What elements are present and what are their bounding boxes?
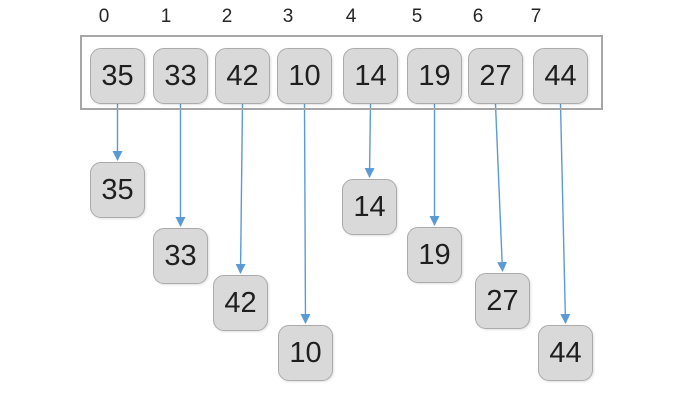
dropped-cell-6: 27	[475, 273, 530, 329]
array-cell-2: 42	[215, 48, 270, 104]
array-cell-6-value: 27	[479, 59, 512, 92]
array-cell-1: 33	[153, 48, 208, 104]
array-cell-0: 35	[90, 48, 145, 104]
dropped-cell-4: 14	[342, 179, 397, 235]
dropped-cell-7-value: 44	[549, 336, 582, 369]
dropped-cell-3-value: 10	[289, 336, 322, 369]
dropped-cell-4-value: 14	[353, 190, 386, 223]
array-cell-7: 44	[533, 48, 588, 104]
dropped-cell-5-value: 19	[418, 238, 451, 271]
array-cell-1-value: 33	[164, 59, 197, 92]
drop-arrow-3	[300, 103, 311, 324]
index-label-7: 7	[530, 6, 542, 27]
dropped-cell-6-value: 27	[486, 284, 519, 317]
index-label-1: 1	[160, 6, 172, 27]
index-label-5: 5	[411, 6, 423, 27]
drop-arrow-6	[494, 103, 508, 272]
drop-arrow-2	[235, 103, 246, 274]
dropped-cell-1: 33	[153, 228, 208, 284]
dropped-cell-1-value: 33	[164, 239, 197, 272]
dropped-cell-7: 44	[538, 325, 593, 381]
index-label-3: 3	[282, 6, 294, 27]
dropped-cell-5: 19	[407, 227, 462, 283]
array-cell-4: 14	[343, 48, 398, 104]
array-cell-5-value: 19	[418, 59, 451, 92]
array-cell-4-value: 14	[354, 59, 387, 92]
index-label-0: 0	[98, 6, 110, 27]
dropped-cell-0-value: 35	[101, 173, 134, 206]
dropped-cell-3: 10	[278, 325, 333, 381]
dropped-cell-2: 42	[213, 275, 268, 331]
drop-arrow-4	[364, 103, 375, 178]
array-cell-5: 19	[407, 48, 462, 104]
dropped-cell-0: 35	[90, 162, 145, 218]
array-cell-0-value: 35	[101, 59, 134, 92]
array-cell-3: 10	[277, 48, 332, 104]
array-cell-3-value: 10	[288, 59, 321, 92]
array-cell-2-value: 42	[226, 59, 259, 92]
array-container	[80, 35, 603, 110]
array-cell-7-value: 44	[544, 59, 577, 92]
dropped-cell-2-value: 42	[224, 286, 257, 319]
index-label-6: 6	[472, 6, 484, 27]
drop-arrow-7	[559, 103, 571, 324]
index-label-4: 4	[345, 6, 357, 27]
array-cell-6: 27	[468, 48, 523, 104]
index-label-2: 2	[221, 6, 233, 27]
